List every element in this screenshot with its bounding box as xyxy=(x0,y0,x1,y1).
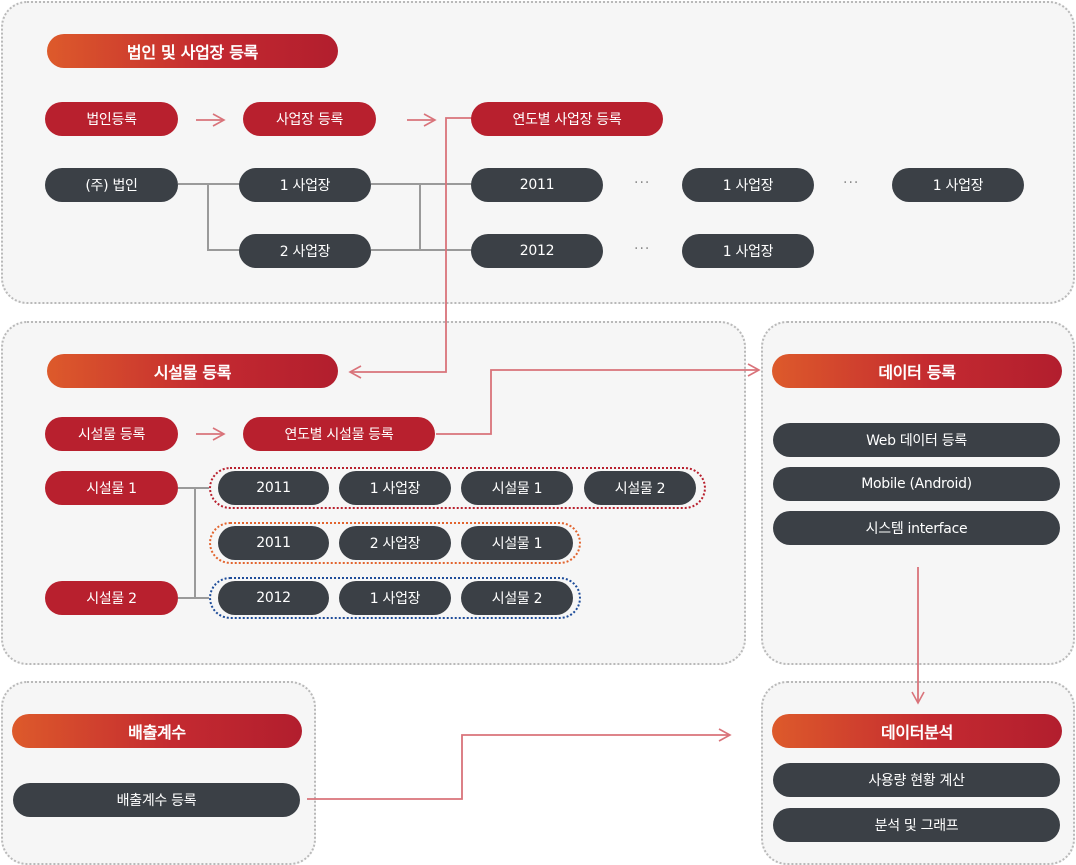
ellipsis: ··· xyxy=(634,175,651,191)
tree-corp-branch xyxy=(207,184,240,251)
facility-header: 시설물 등록 xyxy=(47,354,338,388)
facility-node-1[interactable]: 시설물 1 xyxy=(45,471,178,505)
analysis-graph[interactable]: 분석 및 그래프 xyxy=(773,808,1060,842)
facility-row-year[interactable]: 2012 xyxy=(218,581,329,615)
data-reg-header: 데이터 등록 xyxy=(772,354,1062,388)
data-reg-mobile[interactable]: Mobile (Android) xyxy=(773,467,1060,501)
facility-row-year[interactable]: 2011 xyxy=(218,471,329,505)
facility-step-register[interactable]: 시설물 등록 xyxy=(45,417,178,451)
year-2011-site-a[interactable]: 1 사업장 xyxy=(682,168,814,202)
facility-row-group-3 xyxy=(209,577,581,619)
facility-step-yearly[interactable]: 연도별 시설물 등록 xyxy=(243,417,435,451)
ellipsis: ··· xyxy=(634,241,651,257)
corp-step-register-corp[interactable]: 법인등록 xyxy=(45,102,178,136)
site-node-2[interactable]: 2 사업장 xyxy=(239,234,371,268)
corp-step-yearly-site[interactable]: 연도별 사업장 등록 xyxy=(471,102,663,136)
arrow-yearly-to-facility xyxy=(348,117,472,379)
analysis-header: 데이터분석 xyxy=(772,714,1062,748)
year-node-2011[interactable]: 2011 xyxy=(471,168,603,202)
emission-panel xyxy=(1,681,316,865)
ellipsis: ··· xyxy=(843,175,860,191)
facility-row-item[interactable]: 시설물 2 xyxy=(584,471,696,505)
facility-row-item[interactable]: 시설물 1 xyxy=(461,526,573,560)
year-2012-site-a[interactable]: 1 사업장 xyxy=(682,234,814,268)
corp-node[interactable]: (주) 법인 xyxy=(45,168,178,202)
facility-row-item[interactable]: 시설물 1 xyxy=(461,471,573,505)
facility-row-year[interactable]: 2011 xyxy=(218,526,329,560)
site-node-1[interactable]: 1 사업장 xyxy=(239,168,371,202)
arrow-facility-to-data xyxy=(436,363,761,435)
analysis-usage[interactable]: 사용량 현황 계산 xyxy=(773,763,1060,797)
year-2011-site-b[interactable]: 1 사업장 xyxy=(892,168,1024,202)
year-node-2012[interactable]: 2012 xyxy=(471,234,603,268)
facility-row-site[interactable]: 1 사업장 xyxy=(339,471,451,505)
corp-step-register-site[interactable]: 사업장 등록 xyxy=(243,102,376,136)
facility-row-group-2 xyxy=(209,522,581,564)
facility-row-site[interactable]: 2 사업장 xyxy=(339,526,451,560)
facility-row-group-1 xyxy=(209,467,706,509)
data-reg-system-interface[interactable]: 시스템 interface xyxy=(773,511,1060,545)
emission-header: 배출계수 xyxy=(12,714,302,748)
facility-row-site[interactable]: 1 사업장 xyxy=(339,581,451,615)
data-reg-web[interactable]: Web 데이터 등록 xyxy=(773,423,1060,457)
facility-node-2[interactable]: 시설물 2 xyxy=(45,581,178,615)
facility-row-item[interactable]: 시설물 2 xyxy=(461,581,573,615)
corp-header: 법인 및 사업장 등록 xyxy=(47,34,338,68)
emission-register[interactable]: 배출계수 등록 xyxy=(13,783,300,817)
arrow-emission-to-analysis xyxy=(307,728,732,800)
